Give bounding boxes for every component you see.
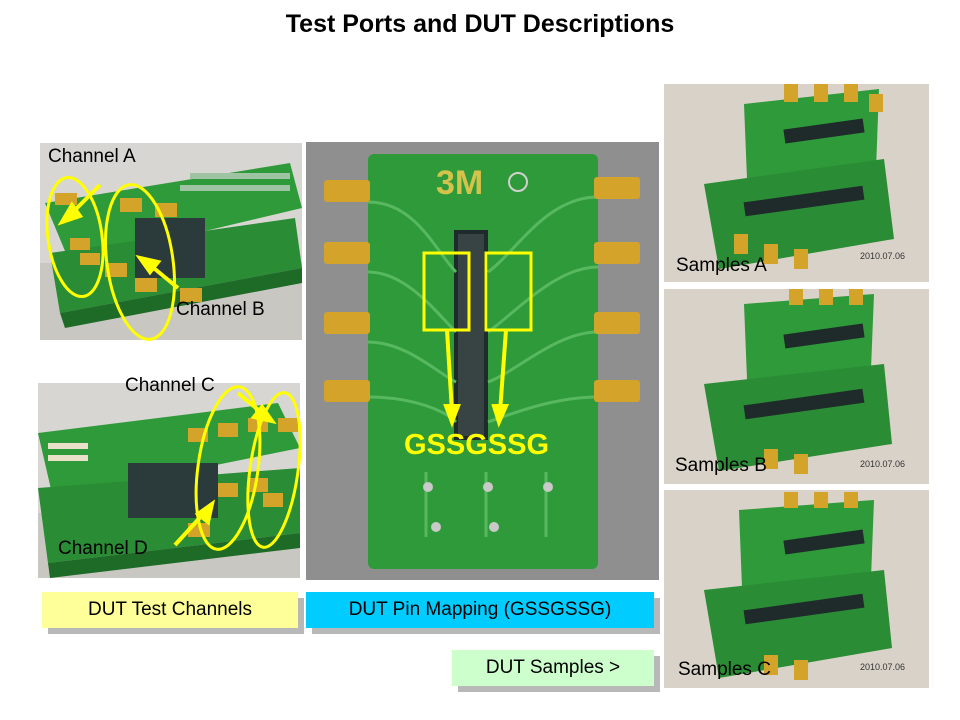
samples-a-image: 2010.07.06 [664, 84, 929, 282]
samples-b-label: Samples B [675, 455, 767, 476]
samples-b-image: 2010.07.06 [664, 289, 929, 484]
channel-d-label: Channel D [58, 538, 148, 559]
page-title: Test Ports and DUT Descriptions [285, 10, 675, 38]
samples-a-date: 2010.07.06 [860, 251, 905, 261]
channel-a-label: Channel A [48, 146, 136, 167]
samples-b-date: 2010.07.06 [860, 459, 905, 469]
dut-board-image: 3M [306, 142, 659, 580]
samples-c-image: 2010.07.06 [664, 490, 929, 688]
channel-c-label: Channel C [125, 375, 215, 396]
channel-b-label: Channel B [176, 299, 265, 320]
samples-a-label: Samples A [676, 255, 767, 276]
photo-samples-a: 2010.07.06 [664, 84, 929, 282]
photo-dut-board: 3M [306, 142, 659, 580]
board-logo: 3M [436, 164, 483, 202]
samples-c-date: 2010.07.06 [860, 662, 905, 672]
photo-samples-b: 2010.07.06 [664, 289, 929, 484]
caption-samples: DUT Samples > [452, 650, 654, 686]
caption-test-channels: DUT Test Channels [42, 592, 298, 628]
samples-c-label: Samples C [678, 659, 771, 680]
photo-samples-c: 2010.07.06 [664, 490, 929, 688]
caption-pin-mapping: DUT Pin Mapping (GSSGSSG) [306, 592, 654, 628]
